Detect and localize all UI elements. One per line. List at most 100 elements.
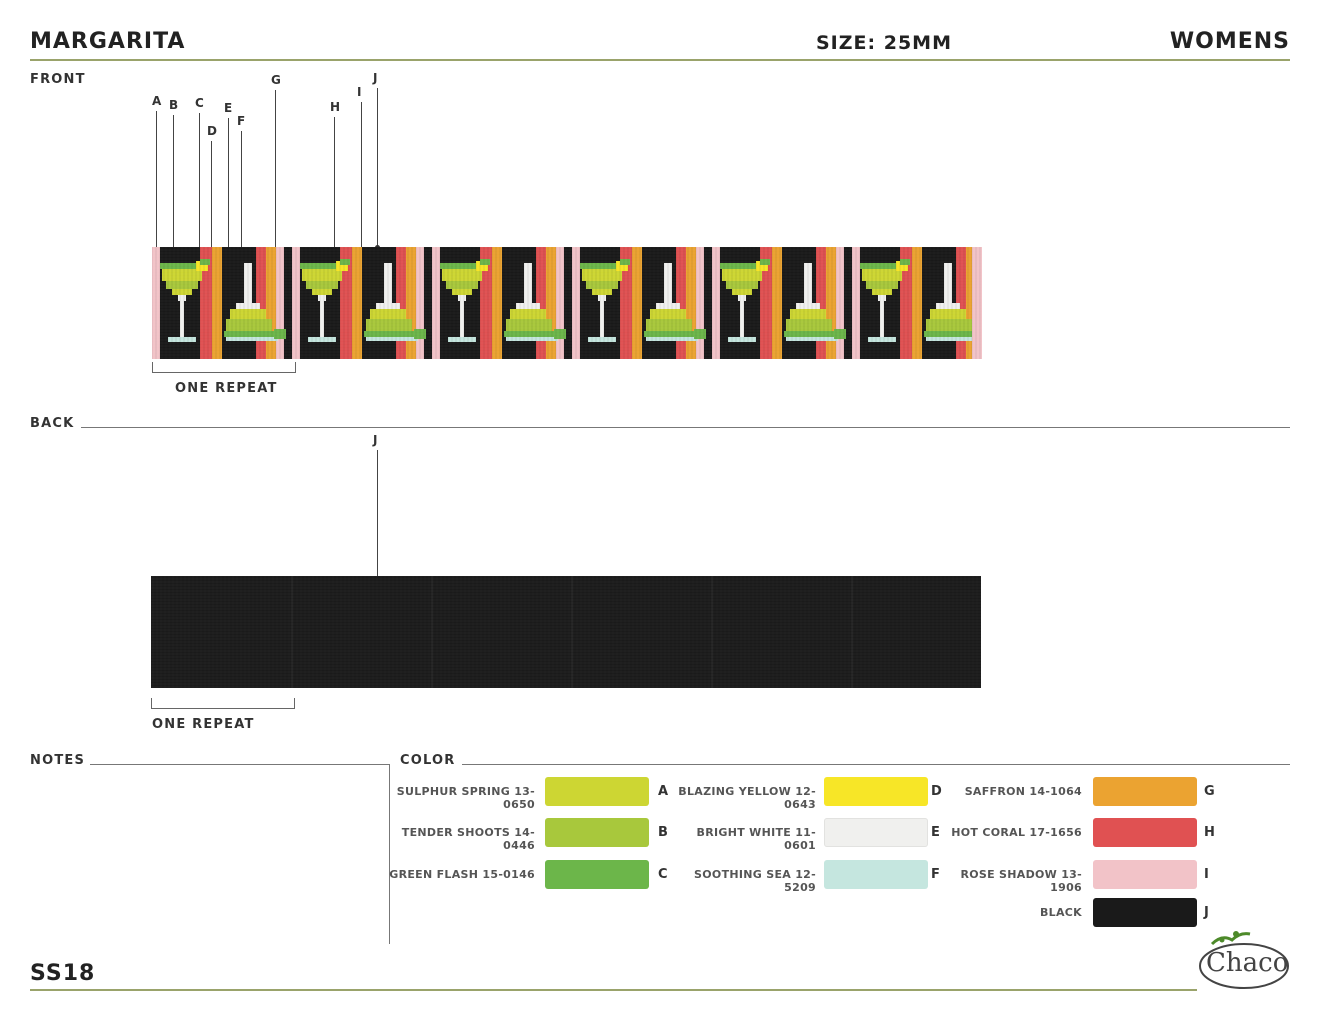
footer-rule [30,989,1197,991]
glass-neck [516,303,540,309]
lime-wedge [200,259,210,265]
front-callout-leader-h [334,117,335,320]
front-callout-letter-a: A [152,94,162,108]
stripe-rose [972,247,982,359]
front-strap [152,247,982,359]
color-name-a: SULPHUR SPRING 13-0650 [396,785,535,811]
glass-neck [458,295,466,301]
season-code: SS18 [30,961,96,986]
glass-liquid [366,319,412,331]
glass-liquid [592,289,612,295]
glass-liquid [790,309,826,319]
back-repeat-seam [291,576,293,688]
color-code-c: C [658,867,668,882]
glass-liquid [446,281,478,289]
glass-foot [588,337,616,342]
color-name-h: HOT CORAL 17-1656 [951,826,1082,839]
glass-liquid [230,309,266,319]
lime-wedge [554,329,566,339]
color-name-g: SAFFRON 14-1064 [964,785,1082,798]
page-title: MARGARITA [30,29,186,54]
chaco-logo-text: Chaco [1206,948,1289,978]
front-repeat-bracket [152,362,296,373]
glass-liquid [650,309,686,319]
lime-wedge [896,261,908,271]
stripe-saffron [772,247,782,359]
glass-liquid [930,309,966,319]
color-swatch-h [1093,818,1197,847]
back-strap-background [151,576,981,688]
stripe-rose [276,247,284,359]
lime-wedge [756,261,768,271]
glass-neck [236,303,260,309]
stripe-rose [836,247,844,359]
lime-wedge [414,329,426,339]
glass-rim [924,331,980,337]
front-section-label: FRONT [30,72,86,87]
glass-neck [656,303,680,309]
glass-neck [178,295,186,301]
glass-neck [376,303,400,309]
back-callout-letter: J [373,433,378,447]
glass-liquid [172,289,192,295]
color-code-b: B [658,825,668,840]
back-repeat-seam [851,576,853,688]
stripe-saffron [266,247,276,359]
glass-stem [664,263,672,303]
glass-rim [580,263,624,269]
color-code-g: G [1204,784,1215,799]
color-swatch-g [1093,777,1197,806]
glass-rim [506,337,558,341]
back-section-label: BACK [30,416,75,431]
glass-liquid [726,281,758,289]
color-section-label: COLOR [400,753,456,768]
lime-wedge [694,329,706,339]
glass-liquid [510,309,546,319]
notes-divider [389,764,390,944]
glass-liquid [302,269,342,281]
glass-liquid [862,269,902,281]
glass-liquid [646,319,692,331]
front-callout-letter-g: G [271,73,281,87]
stripe-coral [760,247,772,359]
color-swatch-a [545,777,649,806]
glass-rim [784,331,840,337]
glass-rim [366,337,418,341]
glass-rim [720,263,764,269]
back-callout-leader [377,450,378,655]
front-repeat-label: ONE REPEAT [175,381,278,396]
glass-rim [504,331,560,337]
lime-wedge [760,259,770,265]
stripe-coral [900,247,912,359]
front-callout-leader-c [199,113,200,249]
glass-stem [320,301,324,337]
stripe-rose [556,247,564,359]
stripe-coral [396,247,406,359]
glass-rim [440,263,484,269]
glass-stem [880,301,884,337]
front-callout-letter-h: H [330,100,341,114]
glass-liquid [306,281,338,289]
stripe-coral [620,247,632,359]
front-callout-letter-f: F [237,114,246,128]
color-swatch-b [545,818,649,847]
stripe-saffron [546,247,556,359]
color-rule [462,764,1290,765]
glass-liquid [452,289,472,295]
glass-stem [180,301,184,337]
back-strap [151,576,981,688]
stripe-coral [340,247,352,359]
color-name-b: TENDER SHOOTS 14-0446 [401,826,535,852]
glass-stem [384,263,392,303]
glass-stem [460,301,464,337]
glass-liquid [926,319,972,331]
glass-liquid [582,269,622,281]
glass-neck [878,295,886,301]
stripe-coral [536,247,546,359]
color-code-i: I [1204,867,1209,882]
stripe-coral [956,247,966,359]
notes-rule [90,764,390,765]
color-swatch-c [545,860,649,889]
stripe-saffron [352,247,362,359]
front-callout-leader-e [228,118,229,328]
